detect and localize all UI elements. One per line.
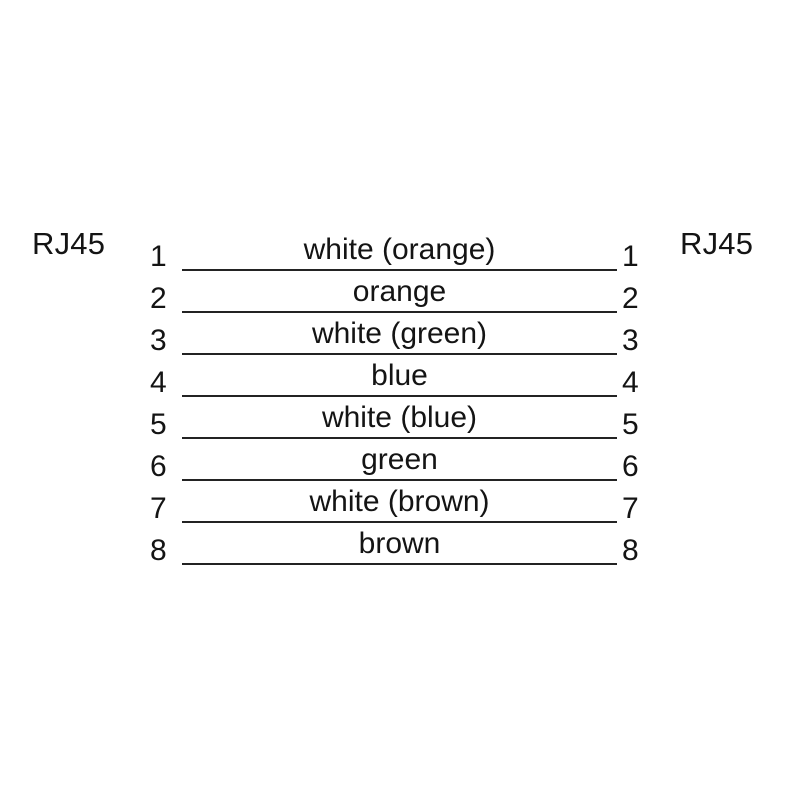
pin-number-right: 8 [622, 534, 639, 567]
wire-line [182, 395, 617, 397]
pin-number-right: 1 [622, 240, 639, 273]
pin-number-left: 7 [150, 492, 167, 525]
wire-color-label: brown [358, 527, 441, 560]
wire-line [182, 479, 617, 481]
pin-number-left: 2 [150, 282, 167, 315]
pin-number-left: 8 [150, 534, 167, 567]
wire-color-label: white (green) [311, 317, 488, 350]
wire-color-label: blue [371, 359, 428, 392]
wire-color-label: green [361, 443, 438, 476]
wire-color-label: white (orange) [303, 233, 496, 266]
pin-number-left: 1 [150, 240, 167, 273]
pin-number-left: 3 [150, 324, 167, 357]
pin-number-right: 5 [622, 408, 639, 441]
wire-line [182, 563, 617, 565]
pin-number-left: 6 [150, 450, 167, 483]
pin-number-right: 7 [622, 492, 639, 525]
wire-color-label: white (brown) [309, 485, 490, 518]
wire-line [182, 311, 617, 313]
connector-left-label: RJ45 [32, 226, 106, 261]
pin-number-right: 4 [622, 366, 639, 399]
wire-line [182, 437, 617, 439]
wire-color-label: orange [352, 275, 447, 308]
connector-right-label: RJ45 [680, 226, 754, 261]
pin-number-right: 3 [622, 324, 639, 357]
pin-number-left: 5 [150, 408, 167, 441]
pin-number-left: 4 [150, 366, 167, 399]
pin-number-right: 2 [622, 282, 639, 315]
wire-line [182, 353, 617, 355]
wire-line [182, 521, 617, 523]
pin-number-right: 6 [622, 450, 639, 483]
wire-color-label: white (blue) [321, 401, 478, 434]
wire-line [182, 269, 617, 271]
